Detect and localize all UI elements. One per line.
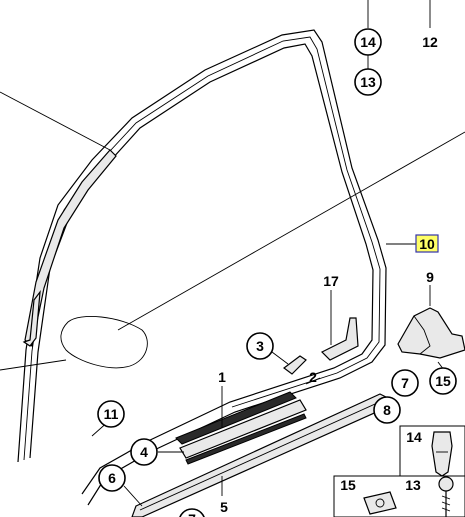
a-pillar-trim-lower (22, 289, 41, 347)
door-frame-core (23, 36, 381, 461)
label-12: 12 (422, 34, 438, 50)
label-14-inset: 14 (406, 429, 422, 445)
ref-line-c (117, 131, 465, 331)
callout-11 (97, 400, 125, 428)
label-11: 11 (104, 406, 119, 422)
sill-plate-upper (175, 391, 297, 445)
label-8: 8 (383, 402, 391, 418)
callout-3 (246, 332, 274, 360)
label-15-inset: 15 (340, 477, 356, 493)
bracket-3 (283, 355, 307, 375)
lower-sill-seal-edge (139, 399, 385, 511)
label-15-right: 15 (435, 373, 451, 389)
ref-line-a (0, 91, 111, 151)
leader-2 (305, 377, 321, 385)
label-17: 17 (323, 273, 339, 289)
label-6: 6 (108, 470, 116, 486)
screw-13-head (438, 476, 454, 492)
sill-plate-strip (185, 413, 307, 465)
label-2: 2 (309, 369, 317, 385)
callout-7-bottom (179, 508, 205, 517)
ref-line-b (0, 359, 67, 371)
callout-8 (373, 396, 401, 424)
callout-4 (130, 438, 158, 466)
bracket-9 (397, 307, 465, 359)
door-frame-outer (17, 29, 387, 506)
label-1: 1 (218, 369, 226, 385)
callout-7-right (391, 369, 419, 397)
label-9: 9 (426, 269, 434, 285)
bracket-17 (320, 317, 359, 361)
leader-6 (123, 485, 143, 507)
leader-3 (271, 351, 289, 365)
clip-15-hole (375, 498, 385, 508)
highlight-10 (415, 234, 439, 253)
clip-14 (431, 431, 453, 477)
label-14-top: 14 (360, 34, 376, 50)
clip-15 (363, 491, 397, 515)
label-4: 4 (140, 444, 148, 460)
label-13-top: 13 (360, 74, 376, 90)
label-10: 10 (419, 236, 435, 252)
a-pillar-trim (24, 149, 117, 348)
label-5: 5 (220, 499, 228, 515)
label-13-inset: 13 (405, 477, 421, 493)
callout-6 (98, 464, 126, 492)
callout-15-right (429, 367, 457, 395)
bracket-9-plate (413, 315, 431, 355)
screw-13-thread (441, 495, 451, 512)
label-7-bottom: 7 (188, 511, 196, 517)
label-3: 3 (256, 338, 264, 354)
label-7-right: 7 (401, 375, 409, 391)
sill-plate-lower (179, 399, 307, 459)
mirror-outline (60, 316, 148, 369)
